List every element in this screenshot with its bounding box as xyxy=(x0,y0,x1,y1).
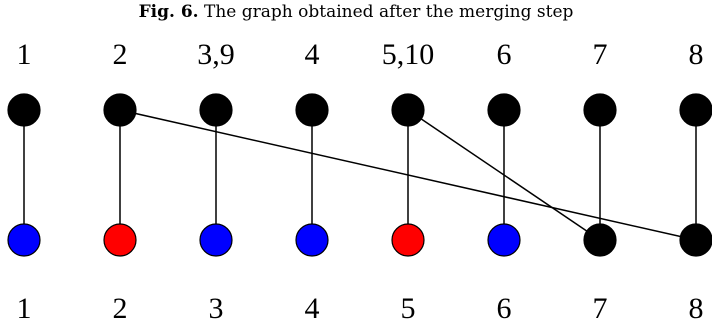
top-node-label-7: 7 xyxy=(593,38,608,71)
bottom-node-label-2: 2 xyxy=(113,292,128,325)
bottom-node-4 xyxy=(295,223,329,257)
top-node-label-4: 4 xyxy=(305,38,320,71)
edges-layer xyxy=(23,109,697,241)
nodes-layer xyxy=(7,93,712,257)
bottom-node-label-4: 4 xyxy=(305,292,320,325)
bottom-node-label-1: 1 xyxy=(17,292,32,325)
top-node-7 xyxy=(583,93,617,127)
top-node-5 xyxy=(391,93,425,127)
bottom-node-label-8: 8 xyxy=(689,292,704,325)
top-node-label-2: 2 xyxy=(113,38,128,71)
top-node-1 xyxy=(7,93,41,127)
top-node-4 xyxy=(295,93,329,127)
bottom-node-6 xyxy=(487,223,521,257)
bottom-node-1 xyxy=(7,223,41,257)
bottom-node-label-3: 3 xyxy=(209,292,224,325)
bottom-node-3 xyxy=(199,223,233,257)
figure-caption: Fig. 6. The graph obtained after the mer… xyxy=(0,2,712,22)
top-node-3 xyxy=(199,93,233,127)
top-node-label-5: 5,10 xyxy=(382,38,435,71)
bottom-node-8 xyxy=(679,223,712,257)
top-node-8 xyxy=(679,93,712,127)
bottom-node-2 xyxy=(103,223,137,257)
bottom-node-label-5: 5 xyxy=(401,292,416,325)
top-node-label-1: 1 xyxy=(17,38,32,71)
top-node-label-8: 8 xyxy=(689,38,704,71)
bottom-node-7 xyxy=(583,223,617,257)
bottom-node-label-6: 6 xyxy=(497,292,512,325)
bottom-node-label-7: 7 xyxy=(593,292,608,325)
labels-layer: 1 2 3,9 4 5,10 6 7 8 1 2 3 4 5 6 7 8 xyxy=(17,38,704,325)
top-node-6 xyxy=(487,93,521,127)
top-node-label-3: 3,9 xyxy=(197,38,235,71)
figure-caption-text: The graph obtained after the merging ste… xyxy=(204,2,574,22)
figure-label: Fig. 6. xyxy=(138,2,199,22)
top-node-label-6: 6 xyxy=(497,38,512,71)
bottom-node-5 xyxy=(391,223,425,257)
top-node-2 xyxy=(103,93,137,127)
